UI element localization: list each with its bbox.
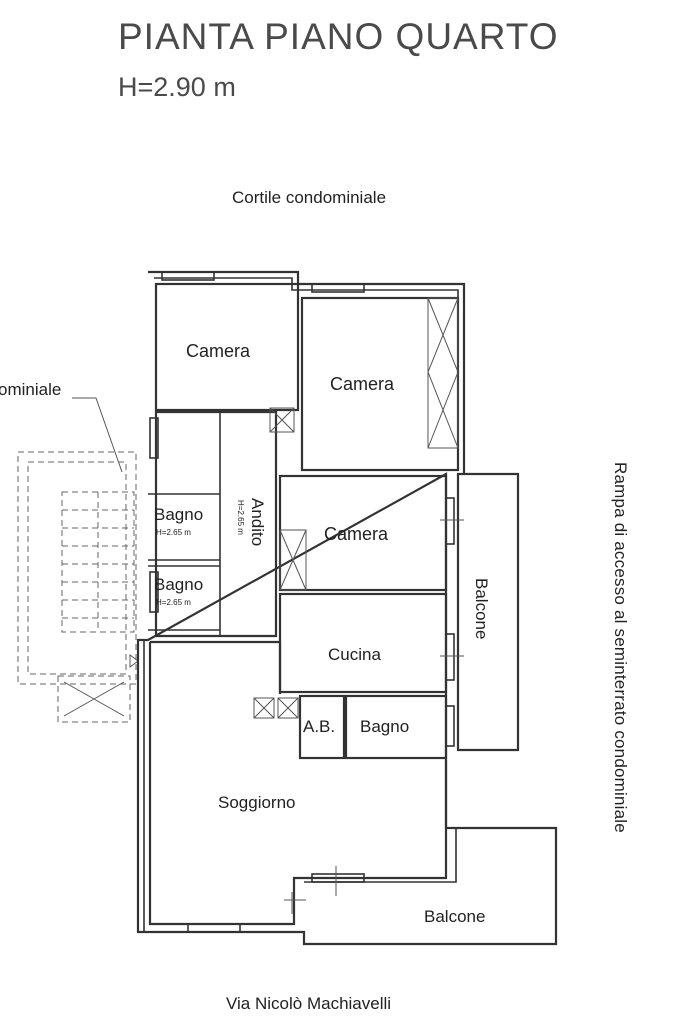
room-cucina: Cucina (328, 645, 381, 664)
street-label: Via Nicolò Machiavelli (226, 994, 392, 1013)
room-andito: Andito (248, 498, 267, 546)
stair-leader-line (72, 397, 123, 473)
interior-walls (148, 282, 464, 926)
room-bagno-2-height: H=2.65 m (156, 598, 191, 607)
room-camera-2: Camera (330, 374, 395, 394)
room-camera-3: Camera (324, 524, 389, 544)
outer-wall (136, 270, 558, 946)
room-bagno-1-height: H=2.65 m (156, 528, 191, 537)
room-balcone-2: Balcone (424, 907, 485, 926)
courtyard-label: Cortile condominiale (232, 188, 387, 207)
plan-title: PIANTA PIANO QUARTO (118, 16, 559, 57)
stair-outline (17, 451, 137, 723)
room-labels: Camera Camera Camera Bagno H=2.65 m Bagn… (154, 341, 491, 926)
ramp-label: Rampa di accesso al seminterrato condomi… (611, 462, 630, 833)
room-bagno-1: Bagno (154, 505, 203, 524)
room-bagno-2: Bagno (154, 575, 203, 594)
outer-wall-inner-line (154, 277, 459, 470)
room-bagno-3: Bagno (360, 717, 409, 736)
stair-area-label: ominiale (0, 380, 62, 399)
room-soggiorno: Soggiorno (218, 793, 296, 812)
entrance-arrow (129, 654, 139, 668)
room-balcone-1: Balcone (472, 578, 491, 639)
room-camera-1: Camera (186, 341, 251, 361)
room-andito-height: H=2.65 m (236, 500, 245, 535)
room-ab: A.B. (303, 717, 335, 736)
ceiling-height: H=2.90 m (118, 72, 236, 102)
